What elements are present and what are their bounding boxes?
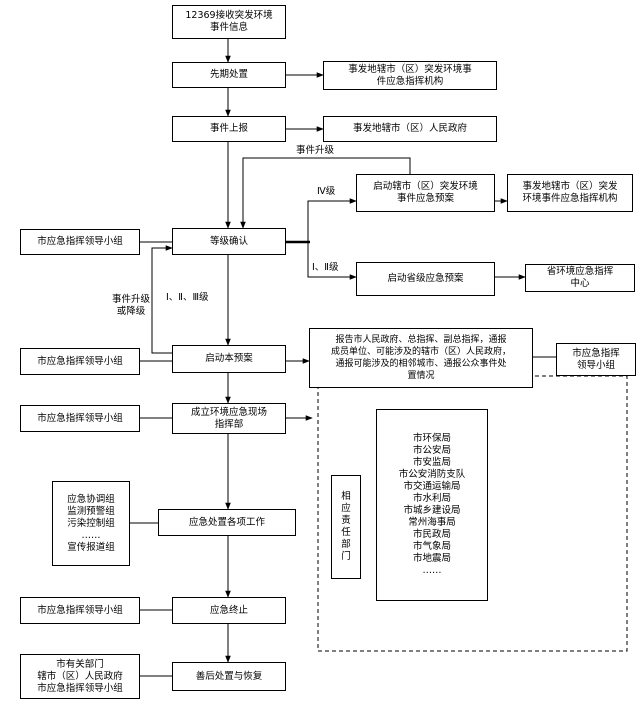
level4-label: Ⅳ级: [317, 186, 336, 197]
field-hq-box: 成立环境应急现场 指挥部: [172, 403, 286, 434]
upgrade-label: 事件升级: [296, 145, 335, 156]
event-report-box: 事件上报: [172, 116, 286, 142]
departments-list-box: 市环保局 市公安局 市安监局 市公安消防支队 市交通运输局 市水利局 市城乡建设…: [376, 409, 488, 601]
arrow-upgrade-downgrade-loop: [151, 245, 173, 354]
aftermath-box: 善后处置与恢复: [172, 662, 286, 691]
terminate-group-box: 市应急指挥领导小组: [20, 597, 140, 624]
response-teams-box: 应急协调组 监测预警组 污染控制组 …… 宣传报道组: [52, 481, 130, 566]
terminate-box: 应急终止: [172, 597, 286, 624]
early-org-box: 事发地辖市（区）突发环境事 件应急指挥机构: [323, 61, 497, 90]
level4-org-box: 事发地辖市（区）突发 环境事件应急指挥机构: [507, 174, 633, 212]
level4-plan-box: 启动辖市（区）突发环境 事件应急预案: [356, 174, 495, 212]
receive-info-box: 12369接收突发环境 事件信息: [172, 5, 286, 39]
grade-group-box: 市应急指挥领导小组: [20, 229, 140, 255]
departments-label-box: 相 应 责 任 部 门: [331, 475, 361, 579]
level12-plan-box: 启动省级应急预案: [356, 262, 495, 296]
activate-group-box: 市应急指挥领导小组: [20, 348, 140, 375]
grade-confirm-box: 等级确认: [172, 228, 286, 255]
level12-org-box: 省环境应急指挥 中心: [525, 264, 635, 292]
response-work-box: 应急处置各项工作: [158, 509, 296, 536]
arrow-level12: [307, 242, 357, 280]
level123-label: Ⅰ、Ⅱ、Ⅲ级: [166, 292, 209, 303]
level12-label: Ⅰ、Ⅱ级: [312, 262, 339, 273]
hq-group-box: 市应急指挥领导小组: [20, 405, 140, 432]
arrow-upgrade-loop: [240, 157, 411, 229]
notify-group-box: 市应急指挥 领导小组: [556, 343, 636, 376]
notify-box: 报告市人民政府、总指挥、副总指挥，通报 成员单位、可能涉及的辖市（区）人民政府，…: [309, 328, 533, 388]
report-gov-box: 事发地辖市（区）人民政府: [323, 116, 497, 142]
arrow-level4: [307, 198, 357, 242]
early-response-box: 先期处置: [172, 62, 286, 88]
activate-plan-box: 启动本预案: [172, 345, 286, 373]
aftermath-parties-box: 市有关部门 辖市（区）人民政府 市应急指挥领导小组: [20, 654, 140, 699]
upgrade-downgrade-label: 事件升级 或降级: [112, 294, 151, 317]
